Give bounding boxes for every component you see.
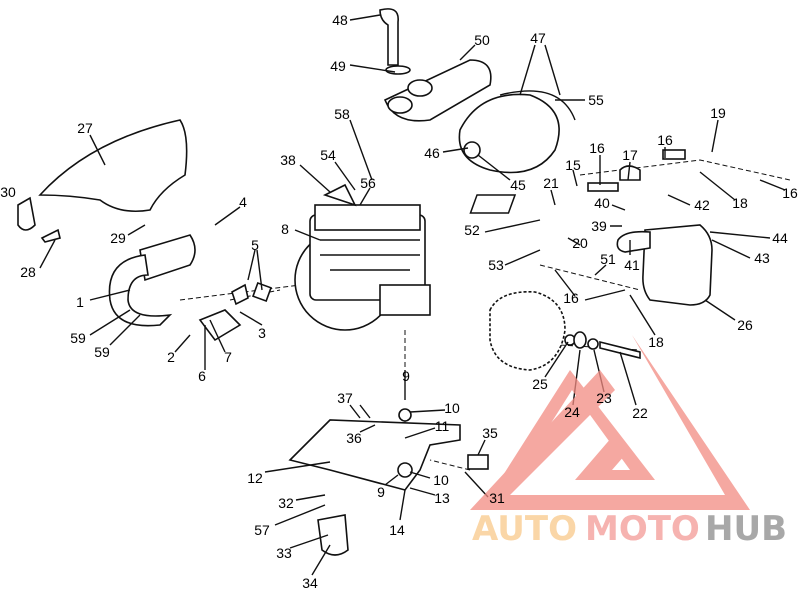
part-callout-12: 12 bbox=[247, 470, 263, 486]
part-callout-52: 52 bbox=[464, 222, 480, 238]
part-callout-15: 15 bbox=[565, 157, 581, 173]
watermark-moto: MOTO bbox=[585, 509, 700, 549]
part-callout-2: 2 bbox=[167, 349, 175, 365]
part-callout-20: 20 bbox=[572, 235, 588, 251]
part-callout-16: 16 bbox=[657, 132, 673, 148]
part-callout-36: 36 bbox=[346, 430, 362, 446]
part-callout-54: 54 bbox=[320, 147, 336, 163]
part-callout-9: 9 bbox=[402, 368, 410, 384]
part-callout-24: 24 bbox=[564, 404, 580, 420]
part-callout-33: 33 bbox=[276, 545, 292, 561]
part-callout-13: 13 bbox=[434, 490, 450, 506]
part-callout-21: 21 bbox=[543, 175, 559, 191]
part-callout-14: 14 bbox=[389, 522, 405, 538]
part-callout-47: 47 bbox=[530, 30, 546, 46]
part-callout-45: 45 bbox=[510, 177, 526, 193]
leader-lines bbox=[39, 14, 786, 576]
part-callout-53: 53 bbox=[488, 257, 504, 273]
part-callout-49: 49 bbox=[330, 58, 346, 74]
exhaust-cover bbox=[17, 119, 188, 243]
engine-block bbox=[294, 183, 431, 331]
part-callout-3: 3 bbox=[258, 325, 266, 341]
part-callout-6: 6 bbox=[198, 368, 206, 384]
part-callout-30: 30 bbox=[0, 184, 16, 200]
air-silencer bbox=[383, 59, 576, 174]
watermark-hub: HUB bbox=[705, 509, 787, 549]
part-callout-29: 29 bbox=[110, 230, 126, 246]
part-callout-51: 51 bbox=[600, 251, 616, 267]
part-callout-31: 31 bbox=[489, 490, 505, 506]
part-callout-32: 32 bbox=[278, 495, 294, 511]
part-callout-46: 46 bbox=[424, 145, 440, 161]
part-callout-23: 23 bbox=[596, 390, 612, 406]
part-callout-16: 16 bbox=[782, 185, 798, 201]
part-callout-59: 59 bbox=[70, 330, 86, 346]
part-callout-1: 1 bbox=[76, 294, 84, 310]
part-callout-37: 37 bbox=[337, 390, 353, 406]
part-callout-18: 18 bbox=[648, 334, 664, 350]
part-callout-11: 11 bbox=[435, 418, 450, 434]
part-callout-35: 35 bbox=[482, 425, 498, 441]
fuel-tank bbox=[469, 149, 713, 306]
watermark-auto: AUTO bbox=[472, 509, 577, 549]
part-callout-42: 42 bbox=[694, 197, 710, 213]
part-callout-4: 4 bbox=[239, 194, 247, 210]
part-callout-9: 9 bbox=[377, 484, 385, 500]
part-callout-7: 7 bbox=[224, 349, 232, 365]
part-callout-28: 28 bbox=[20, 264, 36, 280]
part-callout-38: 38 bbox=[280, 152, 296, 168]
part-callout-55: 55 bbox=[588, 92, 604, 108]
part-callout-57: 57 bbox=[254, 522, 270, 538]
part-callout-22: 22 bbox=[632, 405, 648, 421]
exhaust-pipe bbox=[108, 234, 272, 342]
part-callout-39: 39 bbox=[591, 218, 607, 234]
part-callout-50: 50 bbox=[474, 32, 490, 48]
part-callout-25: 25 bbox=[532, 376, 548, 392]
part-callout-16: 16 bbox=[589, 140, 605, 156]
part-callout-5: 5 bbox=[251, 237, 259, 253]
part-callout-10: 10 bbox=[444, 400, 460, 416]
part-callout-18: 18 bbox=[732, 195, 748, 211]
part-callout-43: 43 bbox=[754, 250, 770, 266]
automotohub-watermark: AUTO MOTO HUB bbox=[470, 335, 787, 549]
part-callout-41: 41 bbox=[624, 257, 640, 273]
recoil-starter bbox=[489, 291, 641, 371]
part-callout-48: 48 bbox=[332, 12, 348, 28]
part-callout-58: 58 bbox=[334, 106, 350, 122]
mounting-plate bbox=[288, 408, 489, 556]
watermark-triangle-inner bbox=[500, 370, 655, 480]
part-callout-17: 17 bbox=[622, 147, 638, 163]
part-callout-56: 56 bbox=[360, 175, 376, 191]
part-callout-26: 26 bbox=[737, 317, 753, 333]
part-callout-27: 27 bbox=[77, 120, 93, 136]
part-callout-19: 19 bbox=[710, 105, 726, 121]
part-callout-44: 44 bbox=[772, 230, 788, 246]
part-callout-8: 8 bbox=[281, 221, 289, 237]
part-callout-10: 10 bbox=[433, 472, 449, 488]
watermark-triangle-outer bbox=[470, 335, 750, 510]
intake-tube bbox=[379, 8, 411, 75]
part-callout-40: 40 bbox=[594, 195, 610, 211]
part-callout-34: 34 bbox=[302, 575, 318, 589]
part-callout-16: 16 bbox=[563, 290, 579, 306]
part-callout-59: 59 bbox=[94, 344, 110, 360]
